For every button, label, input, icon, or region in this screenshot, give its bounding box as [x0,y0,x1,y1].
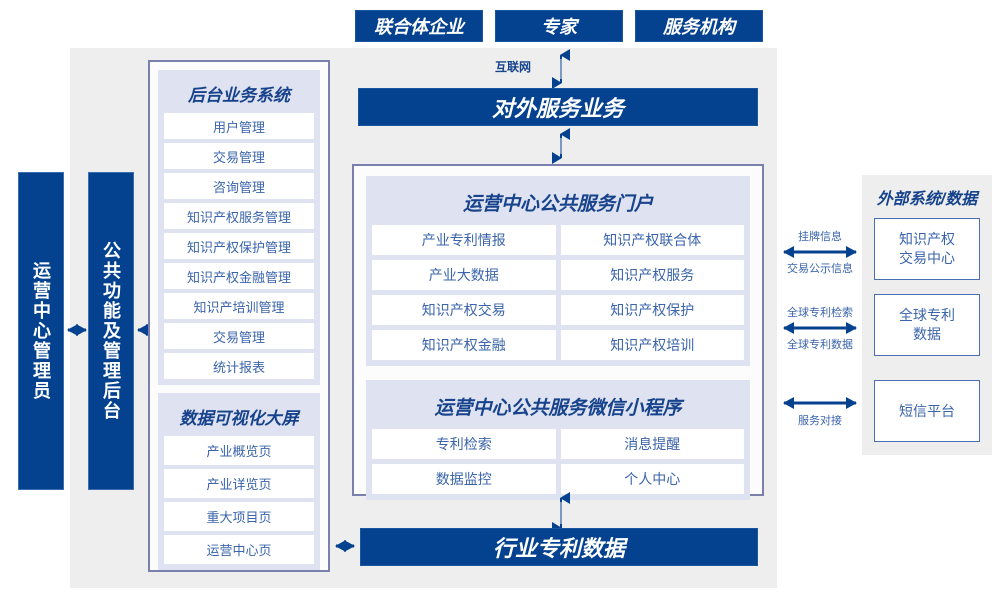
external-box-global-patent-data[interactable]: 全球专利 数据 [874,294,980,356]
external-box-line1: 全球专利 [899,307,955,324]
portal-item-3[interactable]: 知识产权服务 [560,260,744,290]
backend-item-2[interactable]: 咨询管理 [164,173,314,199]
external-box-line1: 短信平台 [899,402,955,419]
backend-frame: 后台业务系统 用户管理 交易管理 咨询管理 知识产权服务管理 知识产权保护管理 … [148,60,330,572]
portal-item-1[interactable]: 知识产权联合体 [560,225,744,255]
backend-item-4[interactable]: 知识产权保护管理 [164,233,314,259]
service-to-portal-arrow [552,128,570,164]
miniprogram-group: 运营中心公共服务微信小程序 专利检索 消息提醒 数据监控 个人中心 [366,380,750,500]
portal-item-0[interactable]: 产业专利情报 [372,225,556,255]
top-entity-box-1[interactable]: 专家 [495,10,623,42]
portal-item-2[interactable]: 产业大数据 [372,260,556,290]
external-box-ip-exchange[interactable]: 知识产权 交易中心 [874,218,980,280]
top-entity-label: 专家 [541,17,577,37]
visualization-item-1[interactable]: 产业详览页 [164,469,314,498]
miniprogram-item-3[interactable]: 个人中心 [560,464,744,494]
miniprogram-title: 运营中心公共服务微信小程序 [434,398,682,419]
portal-item-5[interactable]: 知识产权保护 [560,295,744,325]
service-portal-group: 运营中心公共服务门户 产业专利情报 知识产权联合体 产业大数据 知识产权服务 知… [366,176,750,366]
vbar-common-functions[interactable]: 公共功能及管理后台 [88,172,134,490]
backendframe-to-industrydata-arrow [335,540,355,552]
top-entity-box-2[interactable]: 服务机构 [635,10,763,42]
visualization-title: 数据可视化大屏 [179,409,299,428]
internet-label: 互联网 [494,60,531,74]
vbar-label: 运营中心管理员 [31,261,51,401]
external-service-label: 对外服务业务 [491,96,624,121]
backend-item-6[interactable]: 知识产培训管理 [164,293,314,319]
backend-system-title: 后台业务系统 [188,86,290,105]
top-entity-box-0[interactable]: 联合体企业 [355,10,483,42]
backend-item-7[interactable]: 交易管理 [164,323,314,349]
admin-to-backend-arrow [67,324,87,336]
backend-item-3[interactable]: 知识产权服务管理 [164,203,314,229]
vbar-operations-admin[interactable]: 运营中心管理员 [18,172,64,490]
backend-item-1[interactable]: 交易管理 [164,143,314,169]
external-box-line2: 数据 [913,326,941,342]
external-service-bar[interactable]: 对外服务业务 [358,88,758,126]
visualization-item-0[interactable]: 产业概览页 [164,436,314,465]
miniprogram-item-0[interactable]: 专利检索 [372,429,556,459]
miniprogram-item-2[interactable]: 数据监控 [372,464,556,494]
miniprogram-grid: 专利检索 消息提醒 数据监控 个人中心 [372,429,744,494]
portal-frame: 运营中心公共服务门户 产业专利情报 知识产权联合体 产业大数据 知识产权服务 知… [352,164,764,500]
industry-patent-data-bar[interactable]: 行业专利数据 [360,528,758,566]
internet-connector-arrow [552,49,570,89]
service-portal-title: 运营中心公共服务门户 [462,194,653,215]
external-connector-2-label-below: 服务对接 [798,415,842,427]
backend-item-0[interactable]: 用户管理 [164,113,314,139]
service-portal-grid: 产业专利情报 知识产权联合体 产业大数据 知识产权服务 知识产权交易 知识产权保… [372,225,744,360]
external-connector-1-label-below: 全球专利数据 [787,339,853,351]
external-connector-2-arrow [783,397,857,409]
industry-patent-data-label: 行业专利数据 [492,536,625,561]
backend-item-8[interactable]: 统计报表 [164,353,314,379]
miniprogram-item-1[interactable]: 消息提醒 [560,429,744,459]
external-connector-1-label-above: 全球专利检索 [787,307,853,319]
external-systems-title: 外部系统/数据 [876,191,978,208]
external-box-line1: 知识产权 [899,231,955,248]
top-entity-label: 服务机构 [663,17,735,37]
vbar-label: 公共功能及管理后台 [101,241,121,421]
external-connector-1-arrow [783,322,857,334]
external-connector-0-label-above: 挂牌信息 [798,231,842,243]
backend-item-5[interactable]: 知识产权金融管理 [164,263,314,289]
visualization-item-3[interactable]: 运营中心页 [164,535,314,564]
external-box-sms-platform[interactable]: 短信平台 [874,380,980,442]
portal-item-7[interactable]: 知识产权培训 [560,330,744,360]
portal-item-4[interactable]: 知识产权交易 [372,295,556,325]
portal-to-industrydata-arrow [552,492,570,534]
external-connector-0-label-below: 交易公示信息 [787,263,853,275]
external-connector-0-arrow [783,246,857,258]
top-entity-label: 联合体企业 [374,17,464,37]
external-box-line2: 交易中心 [899,250,955,266]
backend-system-group: 后台业务系统 用户管理 交易管理 咨询管理 知识产权服务管理 知识产权保护管理 … [158,70,320,385]
visualization-group: 数据可视化大屏 产业概览页 产业详览页 重大项目页 运营中心页 [158,393,320,570]
portal-item-6[interactable]: 知识产权金融 [372,330,556,360]
visualization-item-2[interactable]: 重大项目页 [164,502,314,531]
